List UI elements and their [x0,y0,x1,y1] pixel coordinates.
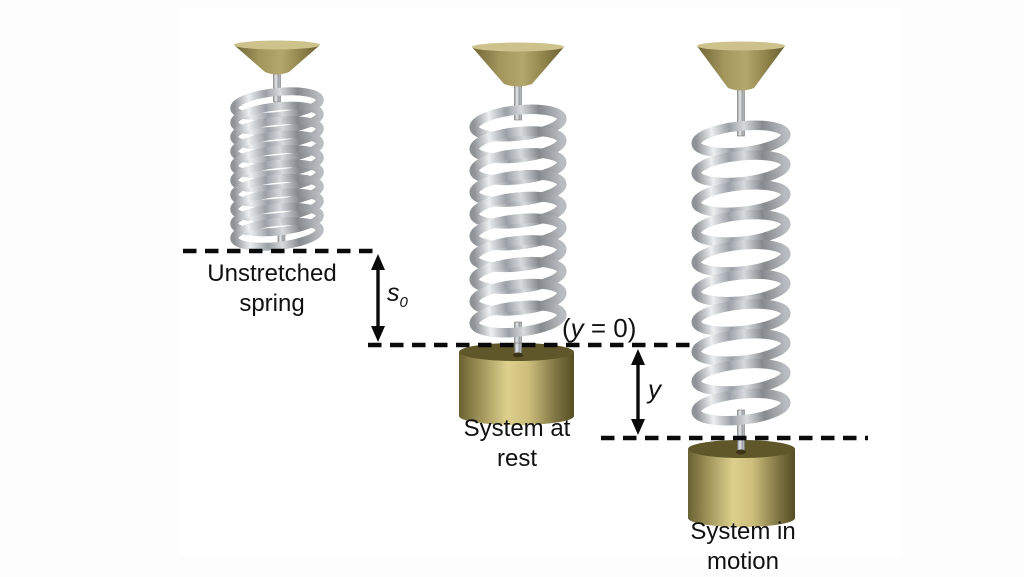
hanger-rod [273,69,281,103]
arrowhead-up-icon [631,349,645,365]
spring-coil [230,173,324,208]
spring-coil [230,130,324,165]
unstretched-spring-assembly [230,40,324,251]
paren-open: ( [562,313,571,343]
arrowhead-down-icon [631,419,645,435]
label-s0: s0 [387,279,408,311]
spring-coil [230,101,324,136]
support-cone-top [472,42,564,52]
y-distance-arrow [631,349,645,435]
label-system-at-rest: System at rest [464,414,571,474]
spring-coil [230,116,324,150]
arrowhead-down-icon [371,326,385,342]
equals-zero: = 0) [583,313,637,343]
mass-cylinder [688,449,795,527]
mass-cylinder [459,352,574,425]
rod-socket [513,352,523,358]
spring-coil [230,188,324,222]
label-line: spring [239,290,305,317]
label-unstretched-spring: Unstretched spring [207,259,336,319]
system-at-rest-assembly [459,42,574,425]
support-cone-top [234,40,320,50]
label-y-equals-0: (y = 0) [562,313,636,344]
label-line: rest [496,445,538,472]
support-cone-top [697,41,785,51]
label-line: System in [690,518,796,545]
system-in-motion-assembly [688,41,795,527]
rod-socket [736,449,746,455]
s0-distance-arrow [371,254,385,342]
support-cone-icon [234,45,320,75]
spring-coil [230,145,324,179]
spring-coil [469,300,567,338]
s0-symbol: s [387,279,400,307]
spring-coil [691,388,791,426]
y-symbol: y [648,374,661,404]
s0-subscript: 0 [399,294,408,311]
support-cone-icon [472,47,564,87]
support-cone-icon [697,46,785,91]
spring-coil [230,202,324,237]
label-y: y [648,374,661,405]
arrowhead-up-icon [371,254,385,270]
label-line: motion [706,548,780,575]
y-symbol: y [570,313,584,343]
spring-coil [230,87,324,121]
label-line: System at [463,415,571,442]
label-system-in-motion: System in motion [690,517,795,577]
spring-coil [230,159,324,193]
spring-coil [230,217,324,251]
label-line: Unstretched [207,260,337,287]
